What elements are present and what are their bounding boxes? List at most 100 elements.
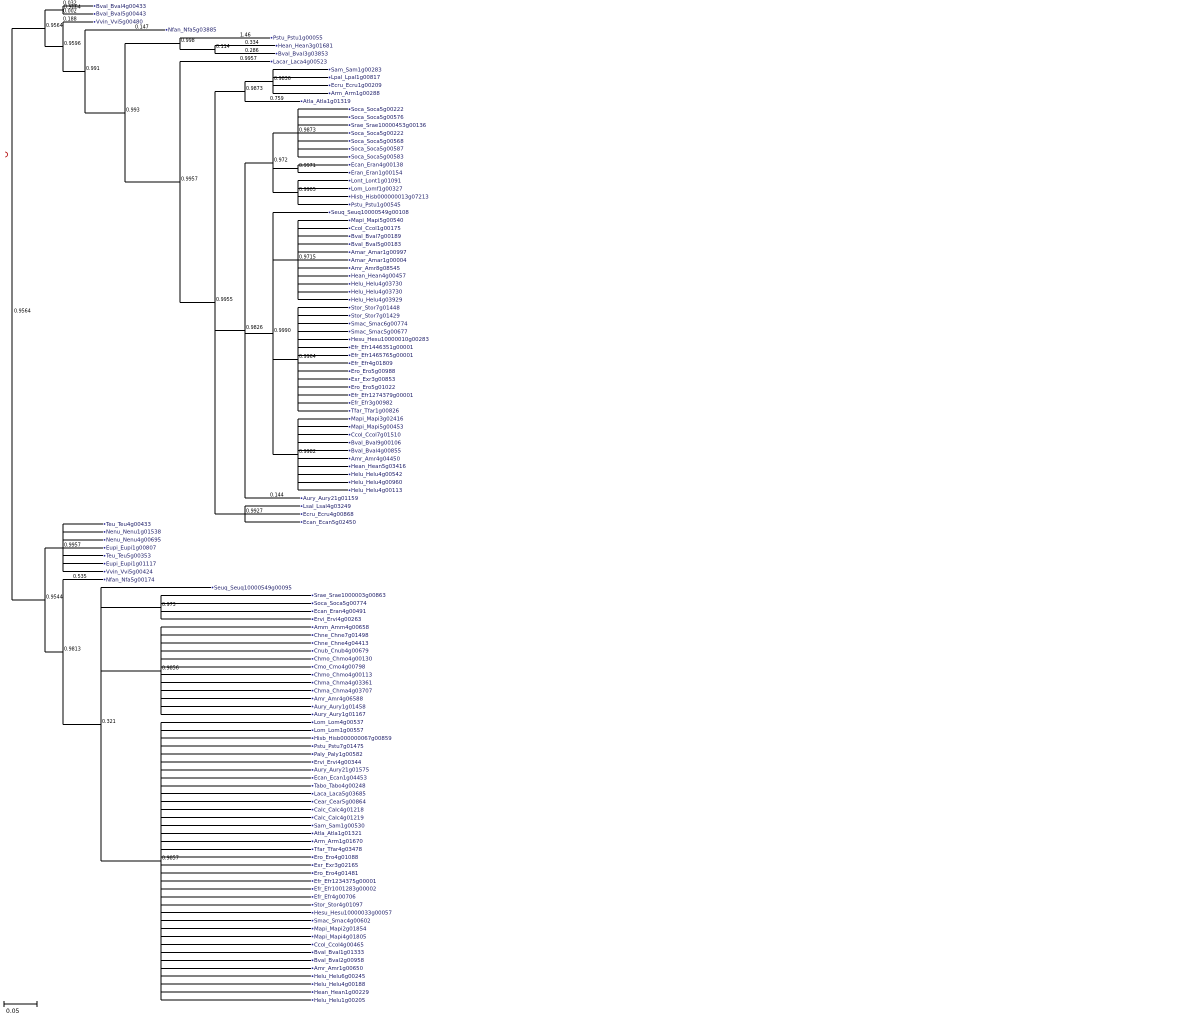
- leaf-label[interactable]: Srae_Srae10000453g00136: [351, 123, 427, 129]
- leaf-label[interactable]: Hisb_Hisb000000067g00859: [314, 736, 392, 742]
- leaf-label[interactable]: Soca_Soca5g00568: [351, 139, 404, 145]
- leaf-label[interactable]: Stor_Stor7g01448: [351, 305, 400, 311]
- leaf-label[interactable]: Vvin_Vvi5g00424: [106, 569, 153, 575]
- leaf-label[interactable]: Lpal_Lpal1g00817: [331, 75, 380, 81]
- leaf-label[interactable]: Teu_Teu4g00433: [105, 522, 151, 528]
- leaf-label[interactable]: Amm_Amm4g00658: [314, 625, 370, 631]
- leaf-label[interactable]: Bval_Bval5g00183: [351, 242, 401, 248]
- leaf-label[interactable]: Lsal_Lsal4g03249: [303, 504, 351, 510]
- leaf-label[interactable]: Lont_Lont1g01091: [351, 178, 401, 184]
- leaf-label[interactable]: Bval_Bval4g00855: [351, 448, 401, 454]
- leaf-label[interactable]: Cear_Cear5g00864: [314, 799, 366, 805]
- leaf-label[interactable]: Nenu_Nenu1g01538: [106, 530, 162, 536]
- leaf-label[interactable]: Ecru_Ecru1g00209: [331, 83, 382, 89]
- leaf-label[interactable]: Amr_Amr4g06588: [314, 696, 364, 702]
- leaf-label[interactable]: Mapi_Mapi2g01854: [314, 926, 367, 932]
- leaf-label[interactable]: Cmo_Cmo4g00798: [314, 665, 366, 671]
- leaf-label[interactable]: Nenu_Nenu4g00695: [106, 538, 161, 544]
- leaf-label[interactable]: Bval_Bval2g00958: [314, 958, 365, 964]
- leaf-label[interactable]: Mapi_Mapi5g00453: [351, 425, 403, 431]
- leaf-label[interactable]: Efr_Efr1274379g00001: [351, 393, 413, 399]
- leaf-label[interactable]: Soca_Soca5g00587: [351, 147, 404, 153]
- leaf-label[interactable]: Chmo_Chmo4g00130: [314, 657, 373, 663]
- leaf-label[interactable]: Lom_Lom1g00557: [314, 728, 364, 734]
- leaf-label[interactable]: Efr_Efr1001283g00002: [314, 887, 376, 893]
- leaf-label[interactable]: Soca_Soca5g00222: [351, 107, 404, 113]
- leaf-label[interactable]: Helu_Helu4g00113: [351, 488, 402, 494]
- leaf-label[interactable]: Aury_Aury21g01159: [303, 496, 359, 502]
- leaf-label[interactable]: Bval_Bval7g00189: [351, 234, 402, 240]
- leaf-label[interactable]: Chma_Chma4g03361: [314, 680, 372, 686]
- leaf-label[interactable]: Hean_Hean1g00229: [314, 990, 369, 996]
- leaf-label[interactable]: Ecru_Ecru4g00868: [303, 512, 354, 518]
- leaf-label[interactable]: Calc_Calc4g01219: [314, 815, 364, 821]
- leaf-label[interactable]: Helu_Helu4g00960: [351, 480, 403, 486]
- leaf-label[interactable]: Helu_Helu4g00542: [351, 472, 402, 478]
- leaf-label[interactable]: Lom_Lom4g00537: [314, 720, 364, 726]
- leaf-label[interactable]: Atla_Atla1g01321: [314, 831, 362, 837]
- leaf-label[interactable]: Chma_Chma4g03707: [314, 688, 372, 694]
- leaf-label[interactable]: Laca_Laca5g03685: [314, 792, 366, 798]
- leaf-label[interactable]: Lom_Lomf1g00327: [351, 186, 403, 192]
- leaf-label[interactable]: Arm_Arm1g01670: [314, 839, 363, 845]
- leaf-label[interactable]: Amar_Amar1g00004: [351, 258, 407, 264]
- leaf-label[interactable]: Soca_Soca5g00576: [351, 115, 404, 121]
- leaf-label[interactable]: Lacar_Laca4g00523: [273, 59, 327, 65]
- leaf-label[interactable]: Smac_Smac4g00602: [314, 918, 371, 924]
- leaf-label[interactable]: Ccol_Ccol7g01510: [351, 432, 401, 438]
- leaf-label[interactable]: Sam_Sam1g00283: [331, 67, 382, 73]
- leaf-label[interactable]: Bval_Bval3g03853: [278, 51, 328, 57]
- leaf-label[interactable]: Paly_Paly1g00582: [314, 752, 363, 758]
- leaf-label[interactable]: Eupi_Eupi1g01117: [106, 561, 156, 567]
- leaf-label[interactable]: Ccol_Ccol1g00175: [351, 226, 401, 232]
- leaf-label[interactable]: Smac_Smac6g00774: [351, 321, 408, 327]
- leaf-label[interactable]: Pstu_Pstu1g00055: [273, 36, 323, 42]
- leaf-label[interactable]: Ervi_Ervi4g00263: [314, 617, 361, 623]
- leaf-label[interactable]: Hesu_Hesu10000033g00057: [314, 911, 392, 917]
- leaf-label[interactable]: Efr_Efr1465765g00001: [351, 353, 413, 359]
- leaf-label[interactable]: Ero_Ero4g01088: [314, 855, 359, 861]
- leaf-label[interactable]: Exr_Exr3g00853: [351, 377, 395, 383]
- leaf-label[interactable]: Pstu_Pstu1g00545: [351, 202, 401, 208]
- leaf-label[interactable]: Soca_Soca5g00583: [351, 155, 404, 161]
- leaf-label[interactable]: Soca_Soca5g00222: [351, 131, 404, 137]
- leaf-label[interactable]: Stor_Stor4g01097: [314, 903, 363, 909]
- leaf-label[interactable]: Amr_Amr1g00650: [314, 966, 364, 972]
- leaf-label[interactable]: Teu_Teu5g00353: [105, 554, 151, 560]
- leaf-label[interactable]: Chmo_Chmo4g00113: [314, 673, 372, 679]
- leaf-label[interactable]: Bval_Bval4g00433: [96, 4, 146, 10]
- leaf-label[interactable]: Eran_Eran1g00154: [351, 171, 403, 177]
- leaf-label[interactable]: Atla_Atla1g01319: [303, 99, 351, 105]
- leaf-label[interactable]: Mapi_Mapi4g01805: [314, 934, 366, 940]
- leaf-label[interactable]: Ecan_Eran4g00138: [351, 163, 404, 169]
- leaf-label[interactable]: Helu_Helu4g03929: [351, 298, 403, 304]
- leaf-label[interactable]: Ero_Ero5g00988: [351, 369, 396, 375]
- leaf-label[interactable]: Nfan_Nfa5g00174: [106, 577, 155, 583]
- leaf-label[interactable]: Exr_Exr3g02165: [314, 863, 358, 869]
- leaf-label[interactable]: Bval_Bval5g00443: [96, 12, 146, 18]
- leaf-label[interactable]: Seuq_Seuq10000549g00095: [214, 585, 292, 591]
- leaf-label[interactable]: Tfar_Tfar1g00826: [350, 409, 400, 415]
- leaf-label[interactable]: Efr_Efr1234375g00001: [314, 879, 376, 885]
- leaf-label[interactable]: Ero_Ero4g01481: [314, 871, 358, 877]
- leaf-label[interactable]: Amar_Amar1g00997: [351, 250, 407, 256]
- leaf-label[interactable]: Aury_Aury21g01575: [314, 768, 369, 774]
- leaf-label[interactable]: Hean_Hean3g01681: [278, 43, 333, 49]
- leaf-label[interactable]: Hisb_Hisb000000013g07213: [351, 194, 429, 200]
- leaf-label[interactable]: Amr_Amr8g08545: [351, 266, 400, 272]
- leaf-label[interactable]: Stor_Stor7g01429: [351, 313, 400, 319]
- leaf-label[interactable]: Aury_Aury1g01167: [314, 712, 366, 718]
- leaf-label[interactable]: Amr_Amr4g04450: [351, 456, 401, 462]
- leaf-label[interactable]: Hean_Hean4g00457: [351, 274, 406, 280]
- leaf-label[interactable]: Chne_Chne4g04413: [314, 641, 369, 647]
- leaf-label[interactable]: Helu_Helu6g00245: [314, 974, 365, 980]
- leaf-label[interactable]: Ecan_Ecan1g04453: [314, 776, 367, 782]
- leaf-label[interactable]: Ecan_Eran4g00491: [314, 609, 366, 615]
- leaf-label[interactable]: Tabo_Tabo4g00248: [313, 784, 366, 790]
- leaf-label[interactable]: Ervi_Ervi4g00344: [314, 760, 362, 766]
- leaf-label[interactable]: Hean_Hean5g03416: [351, 464, 406, 470]
- leaf-label[interactable]: Smac_Smac5g00677: [351, 329, 408, 335]
- leaf-label[interactable]: Bval_Bval1g01333: [314, 950, 364, 956]
- leaf-label[interactable]: Helu_Helu4g03730: [351, 282, 403, 288]
- leaf-label[interactable]: Aury_Aury1g01458: [314, 704, 366, 710]
